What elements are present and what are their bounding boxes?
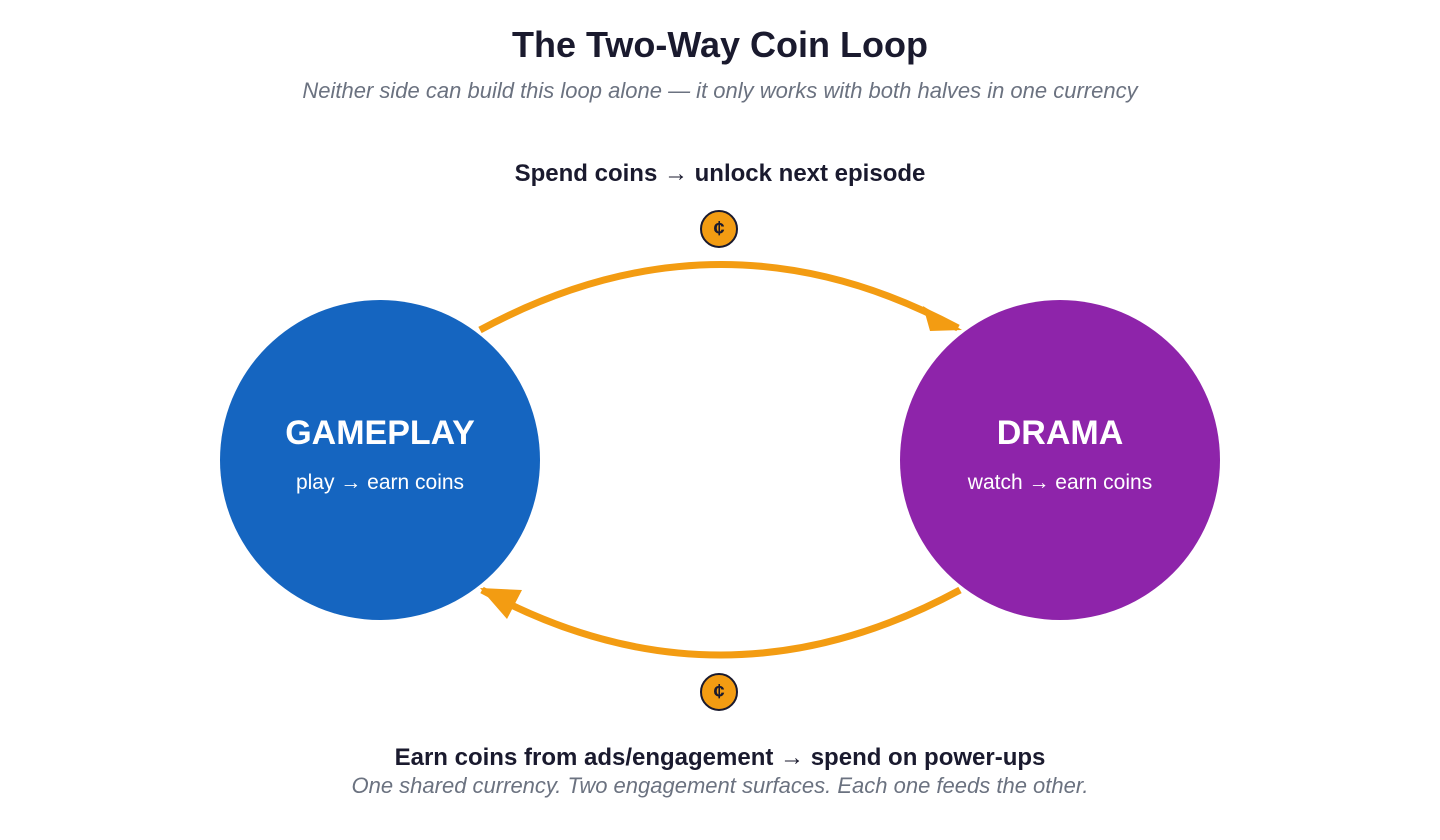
gameplay-subtitle: play → earn coins <box>295 470 465 494</box>
page-subtitle: Neither side can build this loop alone —… <box>302 78 1138 103</box>
bottom-arrow-curve <box>480 586 962 659</box>
page-title: The Two-Way Coin Loop <box>512 24 928 65</box>
gameplay-node: GAMEPLAY play → earn coins <box>220 300 540 620</box>
top-coin-icon: ¢ <box>700 210 738 248</box>
bottom-coin-icon: ¢ <box>700 673 738 711</box>
drama-subtitle: watch → earn coins <box>967 470 1153 494</box>
bottom-arrowhead <box>480 588 522 619</box>
gameplay-title: GAMEPLAY <box>285 413 475 452</box>
top-flow-label: Spend coins → unlock next episode <box>514 160 926 187</box>
top-arrow-curve <box>478 261 960 334</box>
drama-node: DRAMA watch → earn coins <box>900 300 1220 620</box>
bottom-flow-label: Earn coins from ads/engagement → spend o… <box>394 744 1046 771</box>
top-arrowhead <box>923 306 962 331</box>
drama-title: DRAMA <box>996 413 1124 452</box>
footer-caption: One shared currency. Two engagement surf… <box>351 773 1089 798</box>
